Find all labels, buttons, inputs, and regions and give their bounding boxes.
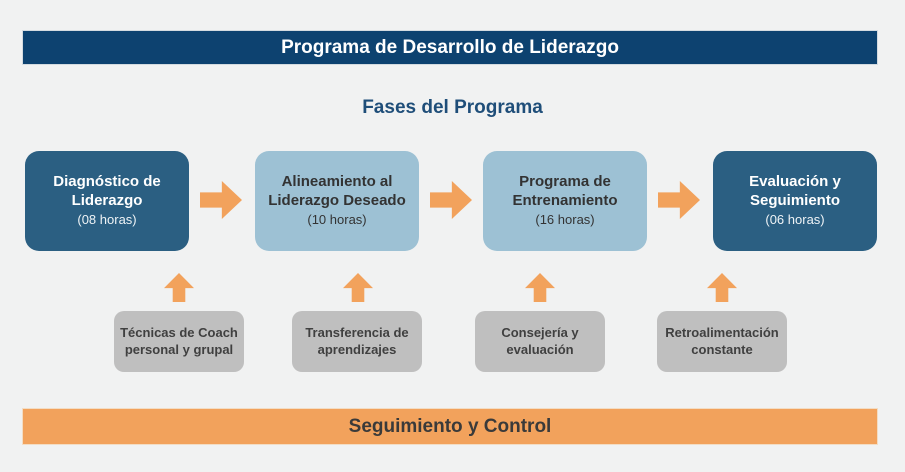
support-box-retroalimentacion: Retroalimentación constante <box>657 311 787 372</box>
phase-hours: (08 horas) <box>77 212 137 228</box>
phase-title: Programa de Entrenamiento <box>512 172 618 209</box>
support-label: Técnicas de Coach personal y grupal <box>120 324 238 357</box>
arrow-right-icon <box>200 181 242 219</box>
arrow-up-icon <box>525 273 555 302</box>
phase-hours: (16 horas) <box>535 212 595 228</box>
arrow-right-icon <box>430 181 472 219</box>
phase-hours: (10 horas) <box>307 212 367 228</box>
phase-box-entrenamiento: Programa de Entrenamiento (16 horas) <box>483 151 647 251</box>
arrow-up-icon <box>707 273 737 302</box>
phase-box-diagnostico: Diagnóstico de Liderazgo (08 horas) <box>25 151 189 251</box>
support-box-consejeria: Consejería y evaluación <box>475 311 605 372</box>
phase-title: Evaluación y Seguimiento <box>749 172 841 209</box>
phase-title: Diagnóstico de Liderazgo <box>53 172 161 209</box>
phase-box-evaluacion: Evaluación y Seguimiento (06 horas) <box>713 151 877 251</box>
support-label: Retroalimentación constante <box>665 324 779 357</box>
arrow-up-icon <box>343 273 373 302</box>
support-label: Transferencia de aprendizajes <box>305 324 409 357</box>
footer-bar: Seguimiento y Control <box>22 408 878 445</box>
arrow-right-icon <box>658 181 700 219</box>
phases-heading: Fases del Programa <box>362 97 543 118</box>
support-box-tecnicas: Técnicas de Coach personal y grupal <box>114 311 244 372</box>
program-title-bar: Programa de Desarrollo de Liderazgo <box>22 30 878 65</box>
arrow-up-icon <box>164 273 194 302</box>
program-title: Programa de Desarrollo de Liderazgo <box>281 36 619 58</box>
support-label: Consejería y evaluación <box>501 324 579 357</box>
phase-hours: (06 horas) <box>765 212 825 228</box>
footer-title: Seguimiento y Control <box>348 415 552 437</box>
phase-title: Alineamiento al Liderazgo Deseado <box>268 172 406 209</box>
support-box-transferencia: Transferencia de aprendizajes <box>292 311 422 372</box>
phase-box-alineamiento: Alineamiento al Liderazgo Deseado (10 ho… <box>255 151 419 251</box>
